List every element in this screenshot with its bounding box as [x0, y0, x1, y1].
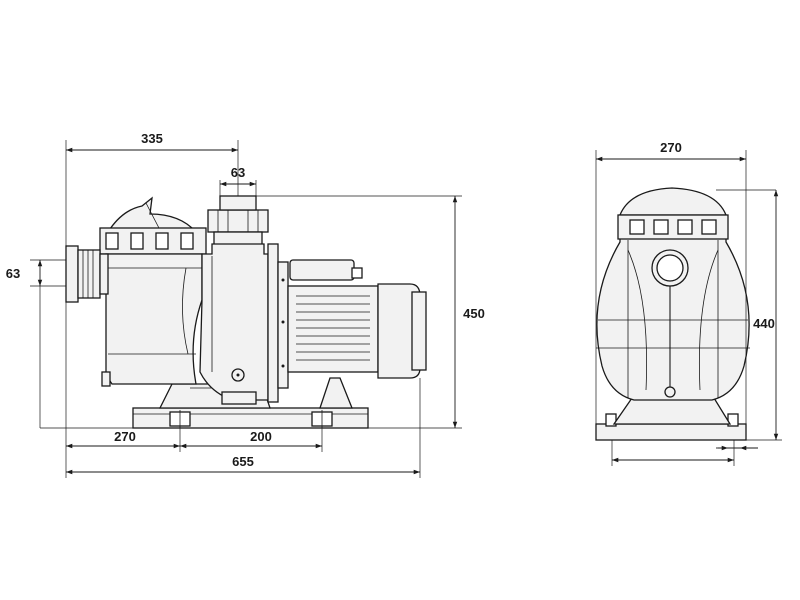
front-view: [595, 187, 776, 441]
dim-335: 335: [141, 131, 163, 146]
dim-63-inlet: 63: [6, 266, 20, 281]
dim-200: 200: [250, 429, 272, 444]
terminal-box: [289, 259, 355, 281]
front-base: [595, 423, 747, 441]
motor-support: [319, 377, 353, 409]
base-plate: [132, 407, 369, 429]
dim-440: 440: [753, 316, 775, 331]
front-lid-ring: [617, 214, 729, 240]
outlet-union: [207, 195, 269, 255]
side-view: [65, 195, 427, 429]
dim-270-side: 270: [114, 429, 136, 444]
dim-450: 450: [463, 306, 485, 321]
motor-flange: [267, 243, 279, 403]
side-dimensions: 335 63 63 450 270 200 655: [6, 131, 485, 478]
front-lid: [619, 187, 727, 216]
lid-ring: [99, 227, 207, 255]
front-dimensions: 270 440: [595, 140, 782, 466]
strainer-body: [105, 253, 203, 385]
motor-body: [287, 285, 379, 373]
dim-270-front: 270: [660, 140, 682, 155]
inlet-union: [65, 245, 109, 303]
dim-63-outlet: 63: [231, 165, 245, 180]
dim-655: 655: [232, 454, 254, 469]
front-body: [596, 214, 750, 401]
